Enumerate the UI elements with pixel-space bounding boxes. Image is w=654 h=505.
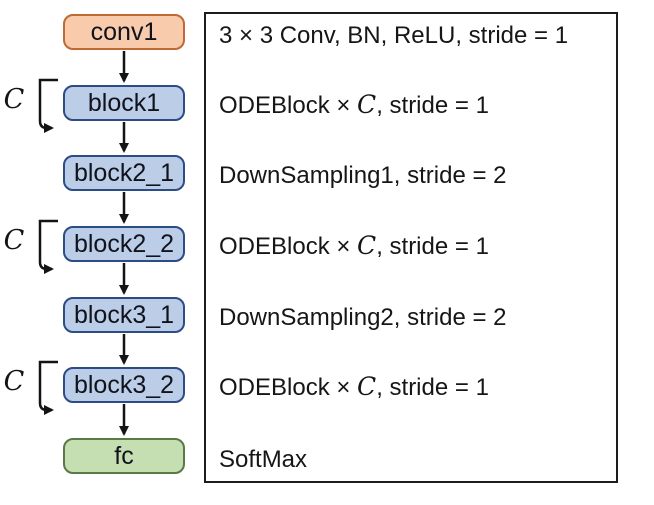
legend-text: , stride = 1 bbox=[376, 233, 489, 260]
legend-text: , stride = 1 bbox=[376, 92, 489, 119]
flow-node-block3_2: block3_2 bbox=[63, 367, 185, 403]
node-label: block3_2 bbox=[73, 370, 175, 399]
flow-node-block2_1: block2_1 bbox=[63, 155, 185, 191]
flow-node-conv1: conv1 bbox=[63, 14, 185, 50]
legend-text: DownSampling2, stride = 2 bbox=[219, 304, 507, 331]
repeat-bracket-block2_2 bbox=[38, 219, 58, 274]
repeat-count-label-block3_2: C bbox=[3, 366, 25, 397]
legend-panel: 3 × 3 Conv, BN, ReLU, stride = 1 ODEBloc… bbox=[204, 12, 618, 483]
node-label: fc bbox=[114, 441, 134, 470]
flow-node-block1: block1 bbox=[63, 85, 185, 121]
legend-text: ODEBlock × bbox=[219, 233, 358, 260]
flow-node-block3_1: block3_1 bbox=[63, 297, 185, 333]
repeat-count-label-block1: C bbox=[3, 84, 25, 115]
repeat-bracket-block3_2 bbox=[38, 360, 58, 415]
legend-text: DownSampling1, stride = 2 bbox=[219, 162, 507, 189]
node-label: conv1 bbox=[90, 17, 158, 46]
legend-text: SoftMax bbox=[219, 446, 308, 473]
flow-node-fc: fc bbox=[63, 438, 185, 474]
legend-text: ODEBlock × bbox=[219, 92, 358, 119]
legend-row-downsampling1: DownSampling1, stride = 2 bbox=[219, 159, 506, 192]
flow-node-block2_2: block2_2 bbox=[63, 226, 185, 262]
legend-text: , stride = 1 bbox=[376, 374, 489, 401]
legend-var: C bbox=[357, 90, 377, 119]
repeat-bracket-block1 bbox=[38, 78, 58, 133]
repeat-count-label-block2_2: C bbox=[3, 225, 25, 256]
legend-row-odeblock-2: ODEBlock × C, stride = 1 bbox=[219, 230, 489, 263]
legend-row-downsampling2: DownSampling2, stride = 2 bbox=[219, 301, 506, 334]
legend-row-odeblock-3: ODEBlock × C, stride = 1 bbox=[219, 371, 489, 404]
legend-var: C bbox=[357, 231, 377, 260]
legend-row-softmax: SoftMax bbox=[219, 443, 307, 476]
legend-text: 3 × 3 Conv, BN, ReLU, stride = 1 bbox=[219, 22, 569, 49]
node-label: block3_1 bbox=[73, 300, 175, 329]
legend-row-conv: 3 × 3 Conv, BN, ReLU, stride = 1 bbox=[219, 19, 568, 52]
node-label: block2_1 bbox=[73, 158, 175, 187]
node-label: block2_2 bbox=[73, 229, 175, 258]
legend-row-odeblock-1: ODEBlock × C, stride = 1 bbox=[219, 89, 489, 122]
legend-text: ODEBlock × bbox=[219, 374, 358, 401]
legend-var: C bbox=[357, 372, 377, 401]
node-label: block1 bbox=[87, 88, 161, 117]
